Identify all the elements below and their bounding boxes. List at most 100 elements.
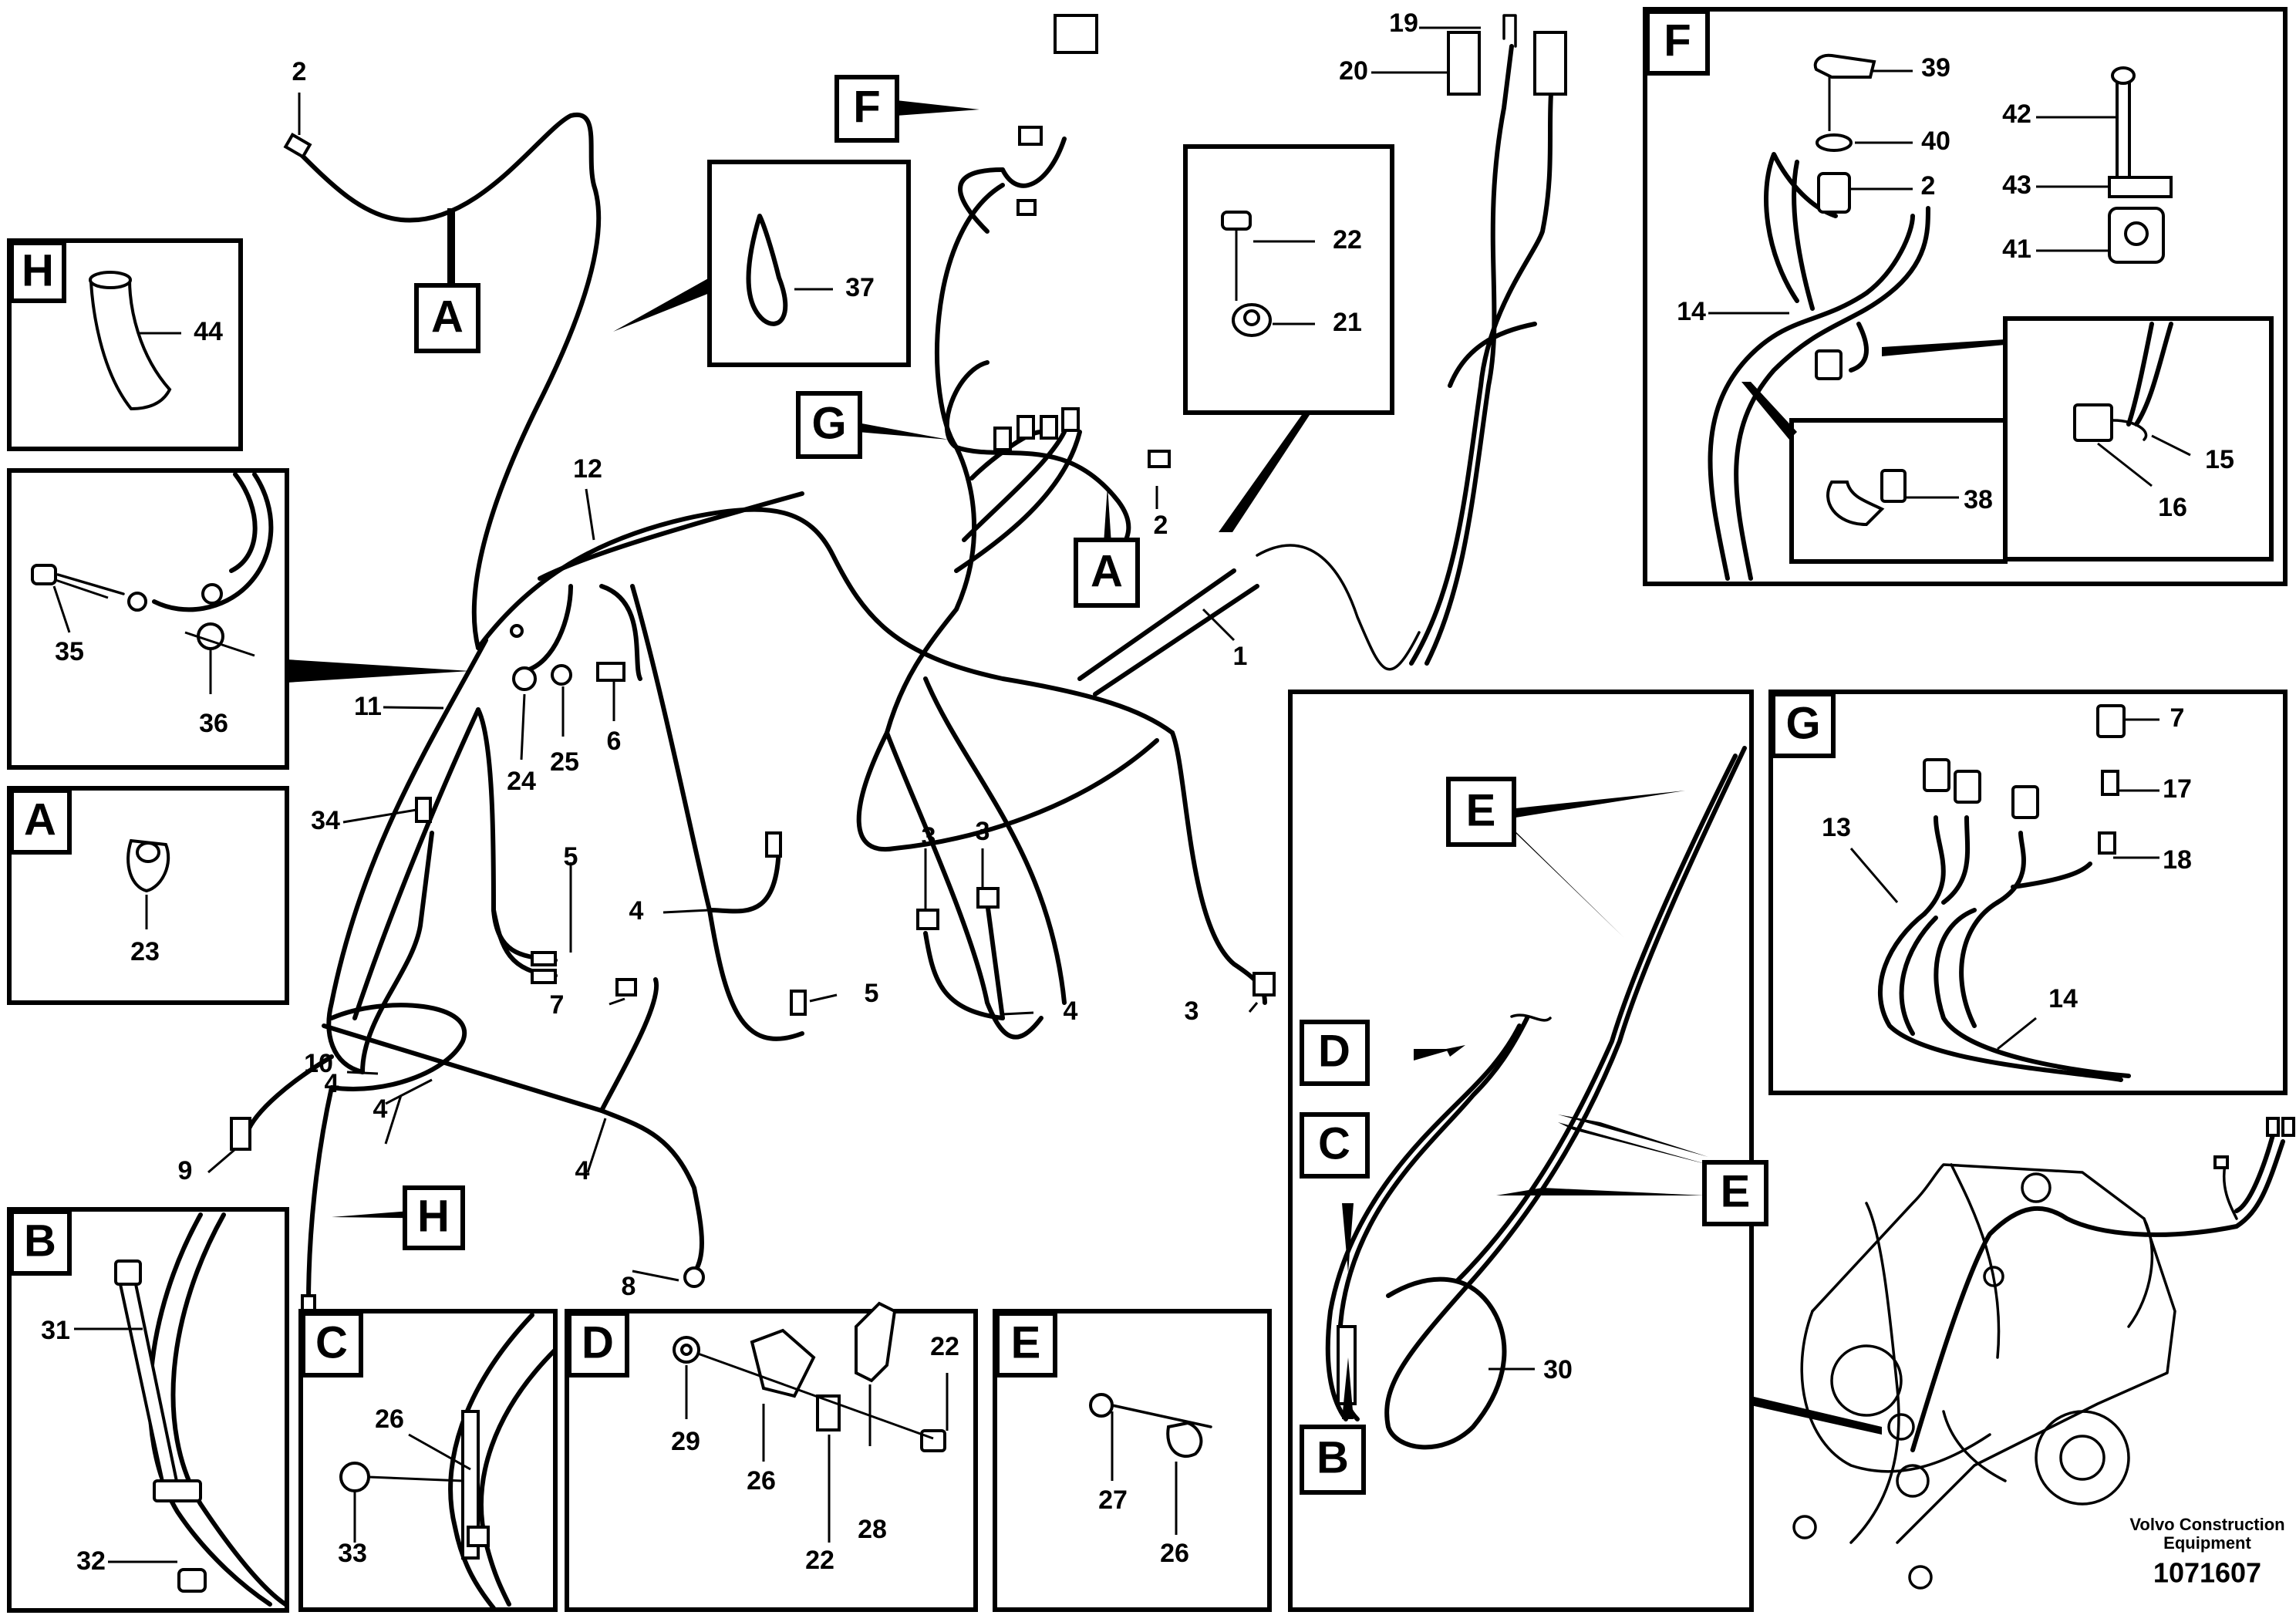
letter-g-main: G <box>811 398 846 448</box>
connector-3-c <box>1253 972 1276 996</box>
label-2-mid: 2 <box>1154 511 1168 540</box>
panel-h <box>7 238 243 451</box>
letter-d-panel: D <box>582 1317 614 1367</box>
label-20: 20 <box>1339 56 1368 86</box>
part-6-ring <box>510 624 524 638</box>
label-26-d: 26 <box>747 1466 776 1496</box>
label-25: 25 <box>550 747 579 777</box>
panel-g <box>1768 690 2288 1095</box>
letter-g-panel: G <box>1785 698 1820 748</box>
panel-cable-30 <box>1288 690 1768 1612</box>
connector-9 <box>230 1117 251 1151</box>
label-8: 8 <box>622 1272 636 1301</box>
label-3-right: 3 <box>1185 996 1199 1026</box>
connector-g1 <box>993 427 1012 451</box>
tag-a-upper <box>414 283 480 353</box>
brand-line-1: Volvo Construction <box>2129 1515 2284 1534</box>
label-43: 43 <box>2002 170 2031 200</box>
part-24 <box>512 666 537 691</box>
letter-a-upper: A <box>431 292 464 342</box>
label-32: 32 <box>76 1546 106 1576</box>
label-4-b: 4 <box>373 1094 388 1124</box>
letter-e-panel: E <box>1011 1317 1041 1367</box>
brand-line-2: Equipment <box>2163 1533 2251 1553</box>
label-26-e: 26 <box>1160 1539 1189 1568</box>
label-18: 18 <box>2163 845 2192 875</box>
label-16: 16 <box>2158 493 2187 522</box>
label-27: 27 <box>1098 1485 1128 1515</box>
label-24: 24 <box>507 767 536 796</box>
part-20-a <box>1447 31 1481 96</box>
connector-g4 <box>1061 407 1080 432</box>
label-31: 31 <box>41 1316 70 1345</box>
connector-f2 <box>1017 199 1037 216</box>
label-22-d-bottom: 22 <box>805 1546 834 1575</box>
letter-e-top: E <box>1466 785 1496 835</box>
label-30: 30 <box>1543 1355 1573 1384</box>
connector-34 <box>415 797 432 823</box>
callout-21-22 <box>1183 144 1394 532</box>
label-37: 37 <box>845 273 875 302</box>
label-36: 36 <box>199 709 228 738</box>
clamp-top-block <box>1054 14 1098 54</box>
hose-44 <box>89 277 172 411</box>
label-3-a: 3 <box>922 822 936 851</box>
part-25 <box>551 664 572 686</box>
label-2-topleft: 2 <box>292 57 307 86</box>
label-4-c: 4 <box>575 1156 590 1185</box>
connector-3-a <box>916 909 939 930</box>
callout-37 <box>707 160 911 367</box>
label-15: 15 <box>2205 445 2234 474</box>
letter-c-cable: C <box>1318 1118 1350 1168</box>
letter-c-panel: C <box>315 1317 348 1367</box>
letter-d-cable: D <box>1318 1026 1350 1076</box>
ring-terminal-8 <box>683 1266 705 1288</box>
label-11: 11 <box>354 692 382 721</box>
panel-d <box>565 1301 978 1612</box>
main-harness <box>244 44 1560 1306</box>
letter-b-panel: B <box>24 1216 56 1266</box>
part-6 <box>596 662 625 682</box>
connector-2-mid <box>1148 450 1171 468</box>
letter-f-main: F <box>853 82 880 132</box>
label-5-right: 5 <box>865 979 879 1008</box>
label-2-f: 2 <box>1921 171 1936 201</box>
loader-illustration <box>1751 1117 2295 1590</box>
label-4-mid: 4 <box>629 896 644 926</box>
panel-a <box>7 786 289 1005</box>
panel-e <box>993 1309 1272 1612</box>
label-26-c: 26 <box>375 1404 404 1434</box>
tag-g-main <box>796 391 862 459</box>
letter-f-panel: F <box>1664 15 1691 66</box>
label-39: 39 <box>1921 53 1950 83</box>
label-19: 19 <box>1389 8 1418 38</box>
harness-connectors <box>230 14 1567 1319</box>
label-17: 17 <box>2163 774 2192 804</box>
label-34: 34 <box>311 806 340 835</box>
label-7-main: 7 <box>550 990 565 1020</box>
panel-35-36 <box>7 468 470 770</box>
connector-5-bot <box>790 990 807 1016</box>
connector-g2 <box>1017 415 1035 440</box>
label-38: 38 <box>1964 485 1993 514</box>
label-44: 44 <box>194 317 223 346</box>
tag-h-main <box>403 1185 465 1250</box>
label-22-d-top: 22 <box>930 1332 959 1361</box>
letter-e-right: E <box>1721 1166 1751 1216</box>
letter-h-main: H <box>417 1191 450 1241</box>
label-28: 28 <box>858 1515 887 1544</box>
connector-g3 <box>1040 415 1058 440</box>
label-23: 23 <box>130 937 160 966</box>
label-33: 33 <box>338 1539 367 1568</box>
label-22-callout: 22 <box>1333 225 1362 255</box>
connector-3-b <box>976 887 1000 909</box>
panel-f <box>1643 7 2288 586</box>
label-21: 21 <box>1333 308 1362 337</box>
letter-b-cable: B <box>1317 1432 1349 1482</box>
label-6: 6 <box>607 727 622 756</box>
label-42: 42 <box>2002 99 2031 129</box>
connector-2-top <box>283 132 312 160</box>
connector-5-left-b <box>531 969 557 984</box>
label-10: 10 <box>304 1049 333 1078</box>
